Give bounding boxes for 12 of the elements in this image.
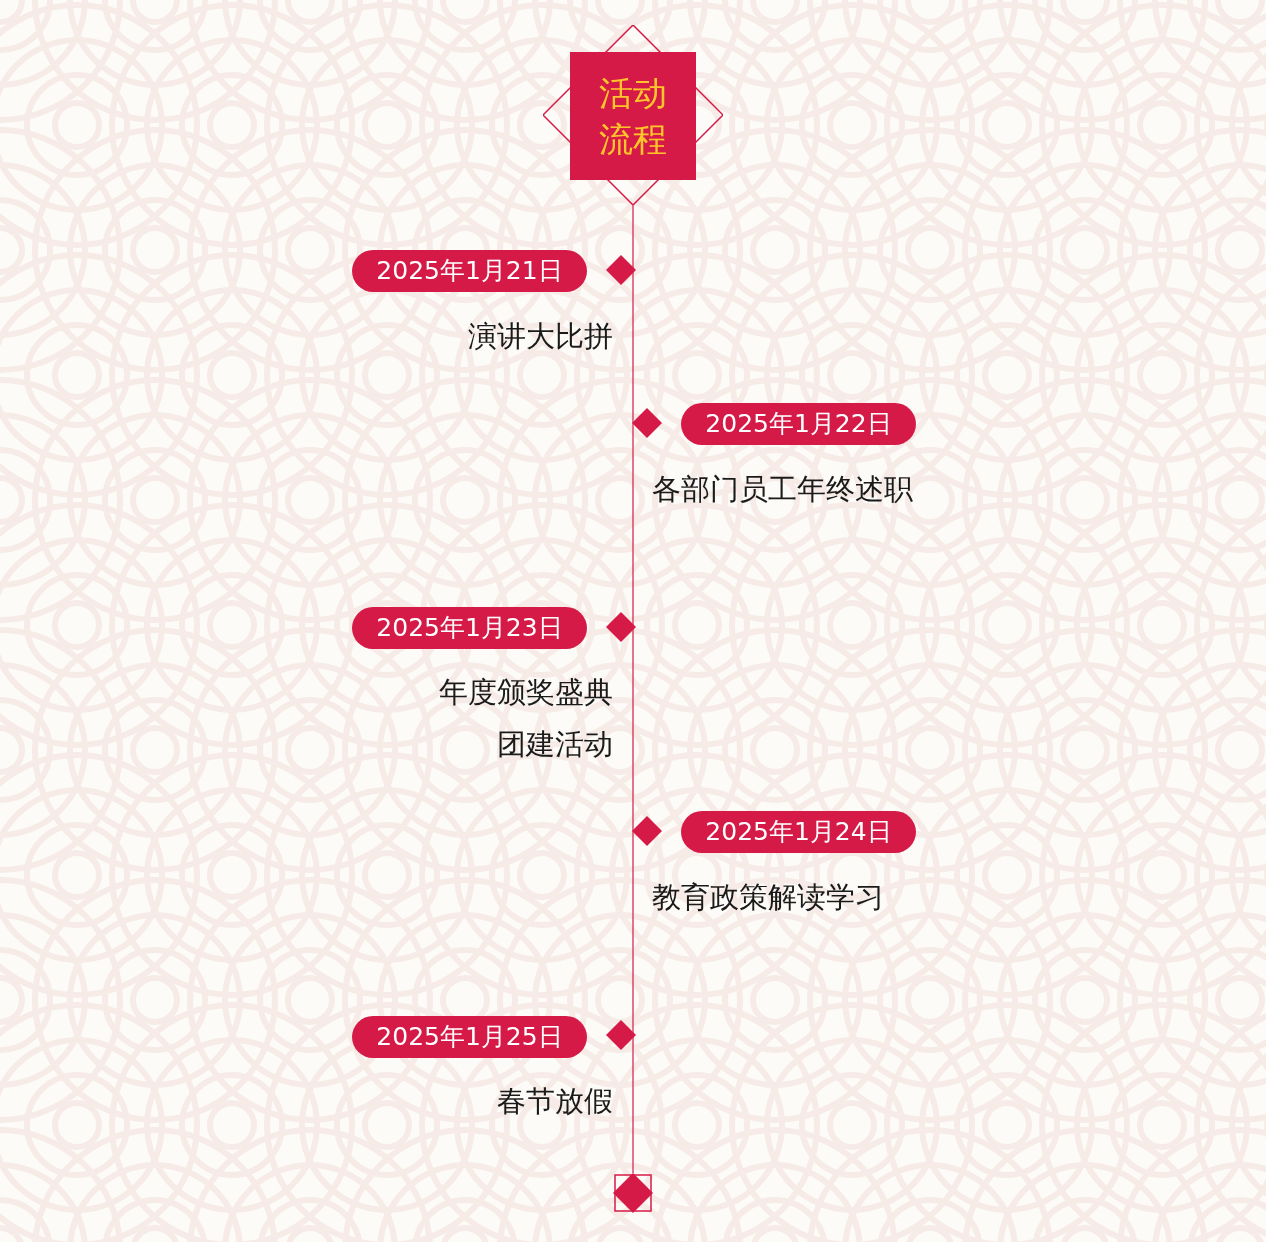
event-description: 年度颁奖盛典 bbox=[439, 674, 613, 710]
date-pill: 2025年1月23日 bbox=[352, 607, 587, 649]
date-pill: 2025年1月25日 bbox=[352, 1016, 587, 1058]
event-description: 团建活动 bbox=[497, 726, 613, 762]
event-description: 教育政策解读学习 bbox=[652, 879, 884, 915]
date-pill: 2025年1月22日 bbox=[681, 403, 916, 445]
date-pill: 2025年1月21日 bbox=[352, 250, 587, 292]
event-description: 各部门员工年终述职 bbox=[652, 471, 913, 507]
date-pill: 2025年1月24日 bbox=[681, 811, 916, 853]
title-box: 活动流程 bbox=[570, 52, 696, 180]
event-description: 演讲大比拼 bbox=[468, 318, 613, 354]
event-description: 春节放假 bbox=[497, 1083, 613, 1119]
